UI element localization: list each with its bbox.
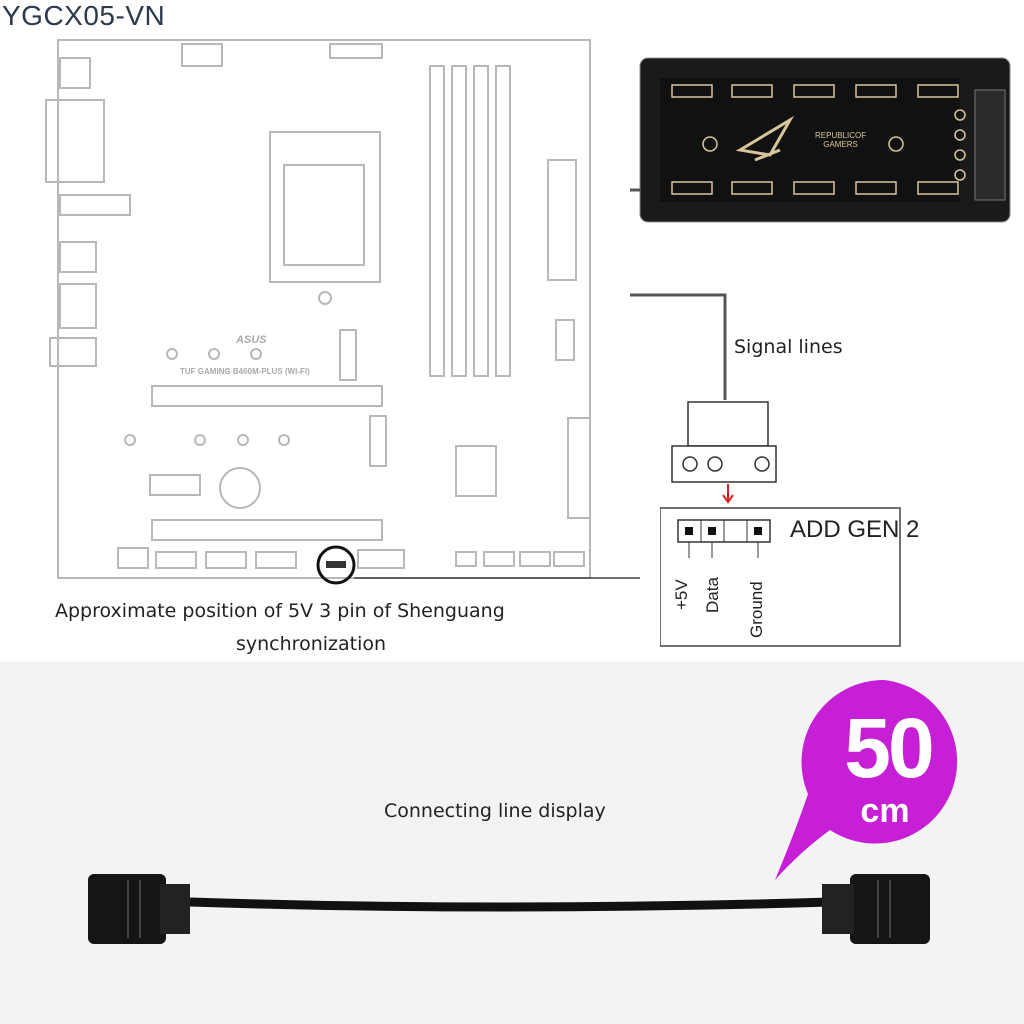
left-connector <box>88 874 190 944</box>
length-value: 50 <box>844 701 934 795</box>
argb-header-highlight <box>316 545 356 585</box>
caption-line1: Approximate position of 5V 3 pin of Shen… <box>55 600 505 622</box>
plug-face <box>671 445 777 483</box>
connector-diagram <box>660 401 901 647</box>
header-box <box>660 507 901 647</box>
product-code: YGCX05-VN <box>2 0 166 31</box>
pin-label-5v: +5V <box>672 579 691 610</box>
motherboard-model: TUF GAMING B460M-PLUS (WI-FI) <box>180 367 310 376</box>
length-unit: cm <box>860 792 910 830</box>
argb-hub <box>630 57 1011 400</box>
motherboard-diagram <box>45 39 640 585</box>
atx-power <box>547 159 577 281</box>
header-title: ADD GEN 2 <box>790 516 920 543</box>
ram-slot <box>451 65 467 377</box>
plug-body <box>687 401 769 447</box>
cpu-socket <box>269 131 381 283</box>
hub-logo-line2: GAMERS <box>823 140 858 149</box>
ram-slot <box>495 65 511 377</box>
motherboard-brand: ASUS <box>236 334 267 346</box>
signal-lines-label: Signal lines <box>734 336 843 358</box>
pcie-slot <box>151 385 383 407</box>
length-badge <box>775 679 958 880</box>
ram-slot <box>473 65 489 377</box>
cable-wire <box>189 897 831 912</box>
caption-line2: synchronization <box>236 633 387 655</box>
down-arrow-icon <box>722 484 734 504</box>
cable-illustration <box>88 679 958 944</box>
hub-logo-text: REPUBLICOF GAMERS <box>815 131 866 149</box>
right-connector <box>822 874 930 944</box>
argb-header <box>326 561 346 568</box>
pin-label-ground: Ground <box>747 581 766 638</box>
pcie-slot <box>151 519 383 541</box>
pin-label-data: Data <box>703 577 722 613</box>
connecting-line-label: Connecting line display <box>384 800 606 822</box>
hub-logo-line1: REPUBLICOF <box>815 131 867 140</box>
ram-slot <box>429 65 445 377</box>
